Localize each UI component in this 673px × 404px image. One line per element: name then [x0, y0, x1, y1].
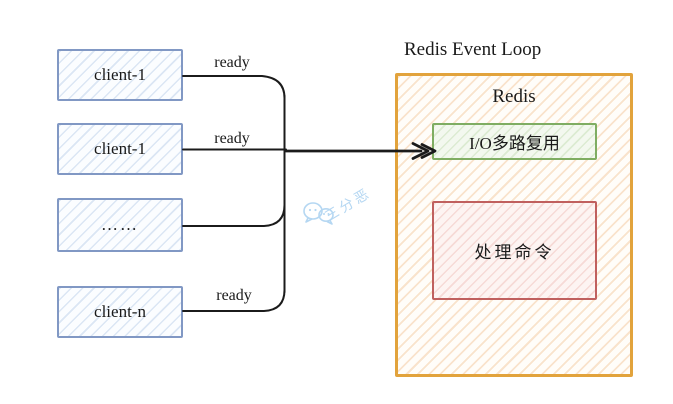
- client-box-1-label: client-1: [94, 65, 146, 84]
- client-box-1: client-1: [57, 49, 183, 101]
- client-box-n-label: client-n: [94, 302, 146, 321]
- wire-client-ellipsis: [182, 204, 286, 227]
- process-commands-box: 处理命令: [432, 201, 597, 300]
- client-box-ellipsis-label: ……: [101, 215, 139, 234]
- event-loop-title: Redis Event Loop: [404, 39, 542, 60]
- ready-label-n: ready: [216, 287, 252, 304]
- io-multiplexing-box: I/O多路复用: [432, 123, 597, 160]
- ready-label-1: ready: [214, 54, 250, 71]
- client-box-2-label: client-1: [94, 139, 146, 158]
- process-commands-label: 处理命令: [474, 243, 555, 262]
- redis-label: Redis: [492, 86, 536, 107]
- ready-label-2: ready: [214, 130, 250, 147]
- watermark: 三分恶: [298, 186, 388, 236]
- client-box-2: client-1: [57, 123, 183, 175]
- wire-client-1: [182, 75, 286, 99]
- io-multiplexing-label: I/O多路复用: [469, 134, 560, 153]
- client-box-ellipsis: ……: [57, 198, 183, 252]
- watermark-text: 三分恶: [322, 186, 375, 226]
- wechat-icon: [303, 202, 334, 225]
- client-box-n: client-n: [57, 286, 183, 338]
